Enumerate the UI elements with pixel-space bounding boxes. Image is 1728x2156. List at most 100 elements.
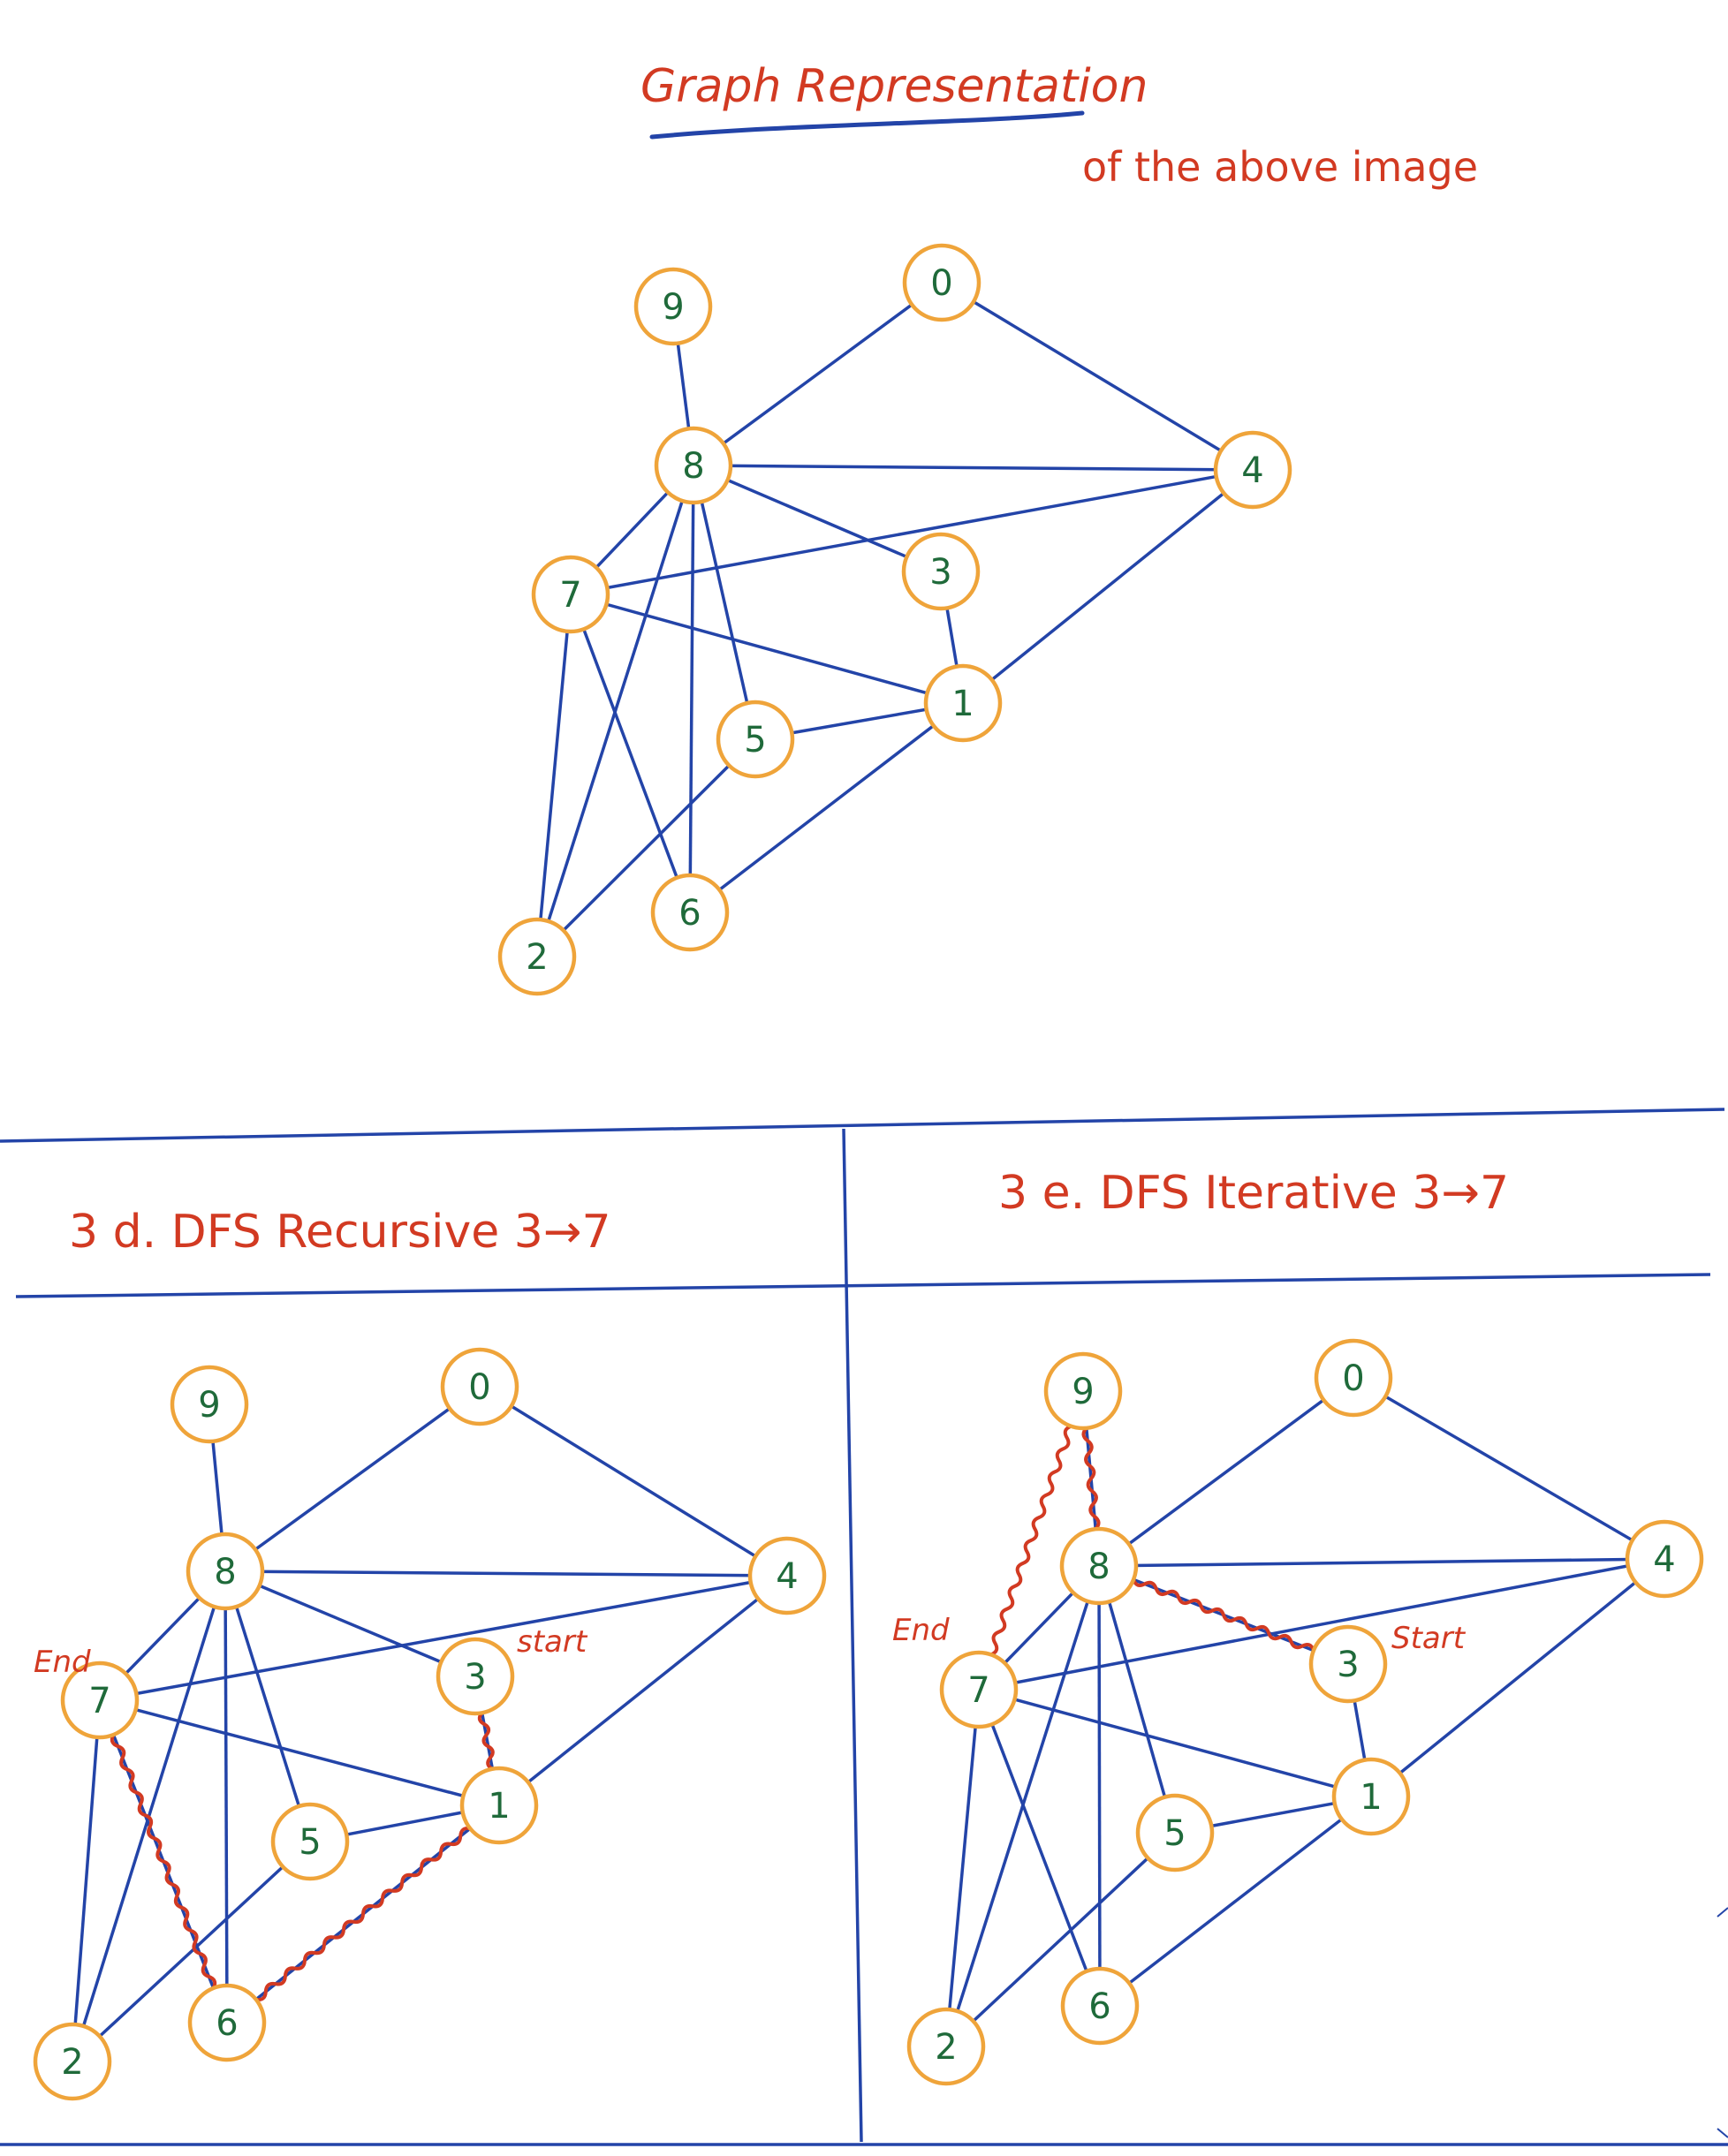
recursive-node-6[interactable]: 6 [187, 1983, 267, 2062]
top-node-9-label: 9 [662, 287, 684, 328]
iterative-node-2-label: 2 [935, 2027, 957, 2068]
top-edge-1-6 [688, 701, 965, 914]
iterative-edge-7-6 [977, 1689, 1102, 2007]
top-edge-5-2 [535, 738, 757, 958]
top-node-9[interactable]: 9 [633, 267, 713, 346]
iterative-node-5-circle [1135, 1793, 1215, 1872]
iterative-edge-1-6 [1098, 1795, 1373, 2008]
recursive-node-9[interactable]: 9 [170, 1365, 249, 1444]
recursive-node-2[interactable]: 2 [33, 2022, 112, 2101]
iterative-node-7[interactable]: 7 [939, 1650, 1019, 1729]
iterative-node-8[interactable]: 8 [1059, 1526, 1139, 1606]
recursive-dfs-path [110, 1711, 495, 2002]
iterative-node-3[interactable]: 3 [1308, 1624, 1388, 1704]
recursive-node-4[interactable]: 4 [747, 1536, 827, 1615]
top-node-1[interactable]: 1 [923, 663, 1003, 743]
recursive-node-1-circle [459, 1766, 539, 1845]
top-node-7[interactable]: 7 [531, 555, 610, 634]
iterative-edge-0-8 [1097, 1376, 1355, 1568]
recursive-node-8[interactable]: 8 [186, 1532, 265, 1611]
recursive-node-2-circle [33, 2022, 112, 2101]
iterative-node-1[interactable]: 1 [1331, 1757, 1411, 1836]
iterative-edge-7-2 [944, 1689, 981, 2047]
top-edge-4-7 [570, 468, 1254, 596]
iterative-node-0-circle [1314, 1338, 1393, 1418]
recursive-path-segment-1-6 [255, 1826, 471, 2002]
graph-recursive: 0 1 2 3 4 5 6 78 9 [33, 1347, 827, 2101]
top-node-3-label: 3 [929, 552, 951, 593]
iterative-node-5[interactable]: 5 [1135, 1793, 1215, 1872]
top-node-4[interactable]: 4 [1213, 430, 1292, 510]
top-node-2-circle [497, 917, 577, 996]
iterative-edge-7-1 [978, 1688, 1372, 1798]
iterative-node-9-circle [1043, 1351, 1123, 1431]
recursive-path-segment-6-7 [110, 1734, 217, 1989]
left-start-label: start [517, 1624, 588, 1660]
iterative-edge-5-2 [944, 1831, 1177, 2048]
scroll-up-arrow-icon[interactable] [1717, 1907, 1728, 1918]
iterative-edges [944, 1376, 1666, 2048]
top-node-8-circle [654, 426, 733, 505]
iterative-node-5-label: 5 [1163, 1813, 1186, 1854]
scroll-down-arrow-icon[interactable] [1717, 2128, 1728, 2138]
panel-right-title: 3 e. DFS Iterative 3→7 [998, 1167, 1509, 1220]
recursive-edges [71, 1385, 789, 2063]
iterative-node-1-label: 1 [1360, 1777, 1382, 1818]
top-node-0[interactable]: 0 [902, 243, 981, 322]
top-nodes: 0 1 2 3 4 5 6 7 8 9 [497, 243, 1292, 996]
recursive-node-5[interactable]: 5 [270, 1802, 350, 1881]
top-node-6[interactable]: 6 [650, 873, 730, 952]
graph-top: 0 1 2 3 4 5 6 7 8 9 [497, 243, 1292, 996]
top-node-7-label: 7 [559, 575, 581, 616]
top-node-7-circle [531, 555, 610, 634]
iterative-node-1-circle [1331, 1757, 1411, 1836]
iterative-nodes: 0 1 2 3 4 5 6 7 8 9 [906, 1338, 1704, 2086]
recursive-node-1[interactable]: 1 [459, 1766, 539, 1845]
top-node-4-label: 4 [1241, 450, 1263, 491]
top-edges [535, 281, 1254, 958]
iterative-path-segment-3-8 [1132, 1578, 1315, 1652]
recursive-node-2-label: 2 [61, 2042, 83, 2083]
top-node-5[interactable]: 5 [716, 700, 795, 779]
iterative-node-2[interactable]: 2 [906, 2007, 986, 2086]
iterative-node-0[interactable]: 0 [1314, 1338, 1393, 1418]
iterative-node-3-label: 3 [1337, 1645, 1359, 1685]
recursive-edge-8-6 [224, 1570, 229, 2024]
iterative-path-segment-9-7 [989, 1424, 1072, 1657]
iterative-edge-4-7 [978, 1557, 1665, 1691]
iterative-node-9[interactable]: 9 [1043, 1351, 1123, 1431]
recursive-nodes: 0 1 2 3 4 5 6 78 9 [33, 1347, 827, 2101]
top-node-3-circle [901, 532, 981, 611]
recursive-node-5-label: 5 [299, 1822, 321, 1863]
top-node-2[interactable]: 2 [497, 917, 577, 996]
top-edge-8-5 [692, 465, 757, 740]
recursive-path-segment-3-1 [477, 1711, 495, 1771]
top-node-5-circle [716, 700, 795, 779]
recursive-node-0[interactable]: 0 [440, 1347, 519, 1426]
iterative-node-0-label: 0 [1342, 1358, 1364, 1399]
recursive-node-4-circle [747, 1536, 827, 1615]
title: Graph Representation [640, 60, 1148, 113]
iterative-node-8-circle [1059, 1526, 1139, 1606]
recursive-node-3-label: 3 [464, 1657, 486, 1698]
top-edge-7-6 [569, 594, 692, 913]
top-node-8[interactable]: 8 [654, 426, 733, 505]
iterative-node-7-label: 7 [967, 1670, 989, 1711]
recursive-edge-7-1 [99, 1698, 500, 1807]
recursive-node-3[interactable]: 3 [436, 1637, 515, 1716]
iterative-node-8-label: 8 [1088, 1547, 1110, 1587]
recursive-node-9-label: 9 [198, 1385, 220, 1426]
iterative-edge-8-6 [1097, 1565, 1102, 2007]
graph-iterative: 0 1 2 3 4 5 6 7 8 9 [906, 1338, 1704, 2086]
top-node-3[interactable]: 3 [901, 532, 981, 611]
iterative-node-4[interactable]: 4 [1625, 1519, 1704, 1599]
recursive-node-7[interactable]: 7 [60, 1660, 140, 1740]
top-edge-8-6 [688, 465, 695, 913]
recursive-node-5-circle [270, 1802, 350, 1881]
iterative-edge-4-1 [1369, 1557, 1666, 1798]
iterative-node-6[interactable]: 6 [1060, 1966, 1140, 2046]
recursive-node-3-circle [436, 1637, 515, 1716]
iterative-node-9-label: 9 [1072, 1372, 1094, 1412]
recursive-edge-7-2 [71, 1699, 102, 2062]
